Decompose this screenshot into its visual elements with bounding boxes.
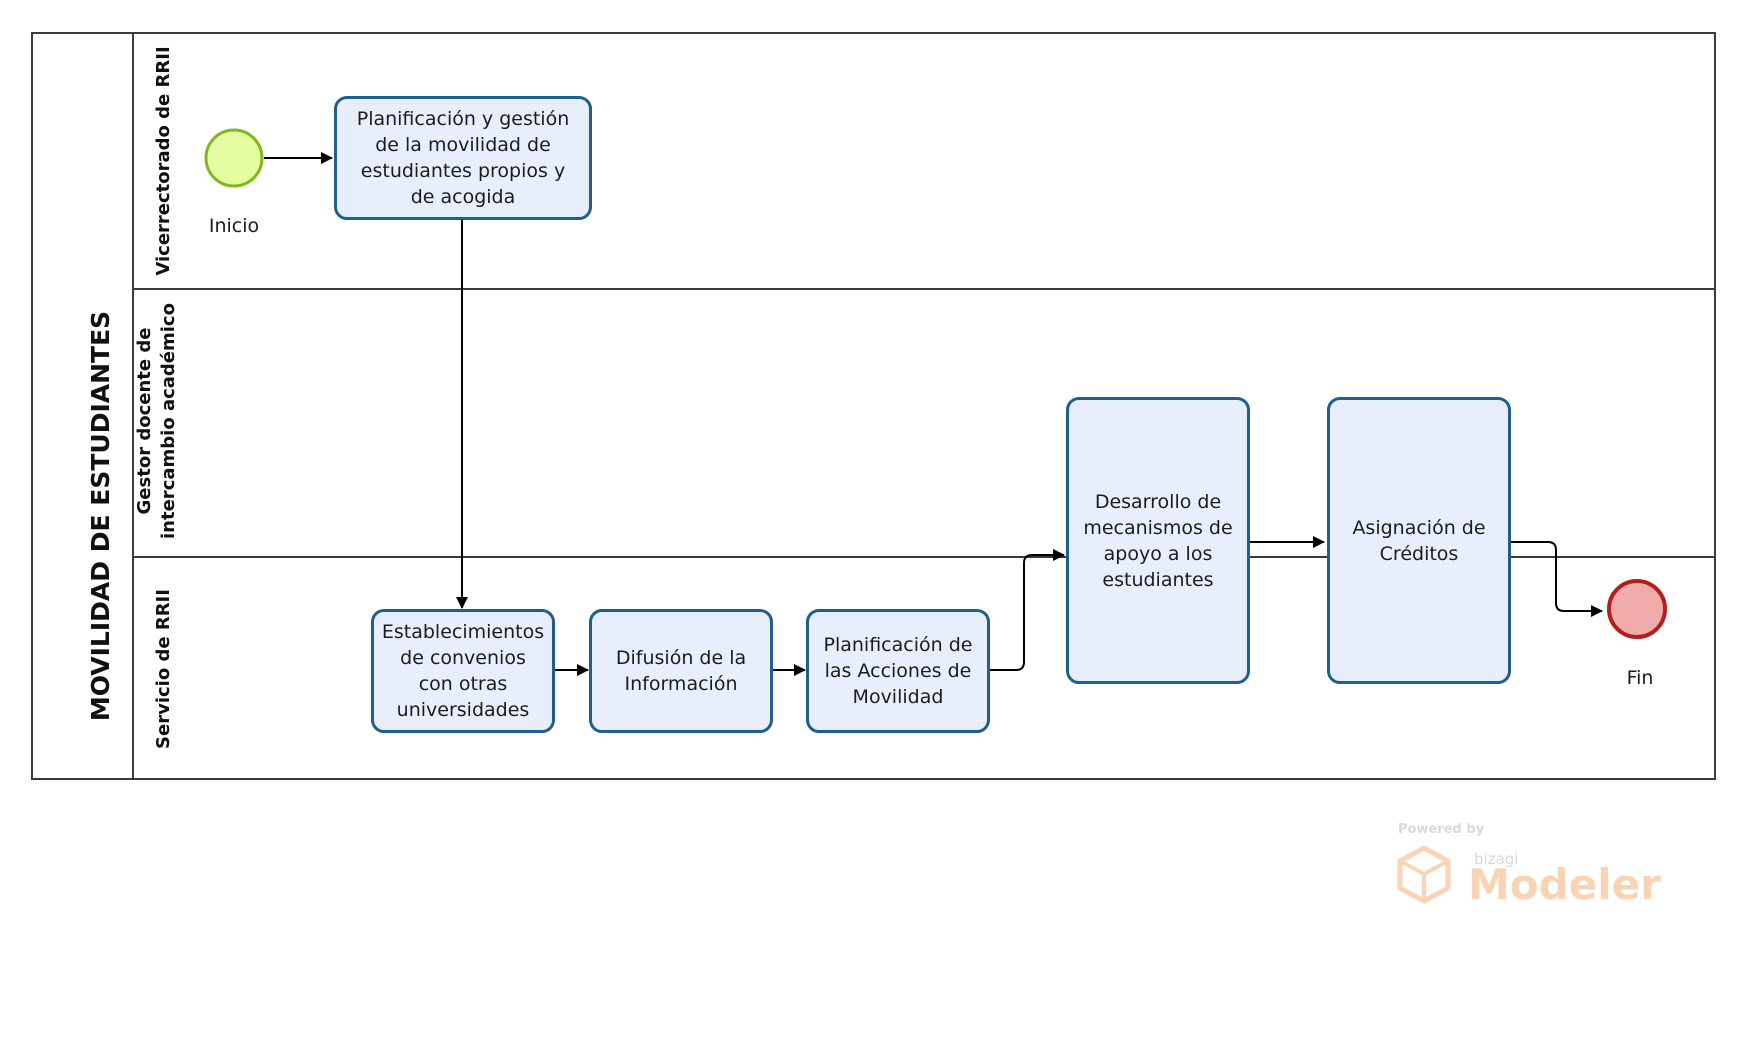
watermark-product: Modeler <box>1468 860 1661 909</box>
task-label: Establecimientos de convenios con otras … <box>381 621 545 721</box>
bizagi-cube-icon <box>1397 845 1451 904</box>
task-difusion-informacion[interactable]: Difusión de la Información <box>589 609 773 733</box>
task-planificacion-acciones-movilidad[interactable]: Planificación de las Acciones de Movilid… <box>806 609 990 733</box>
end-event-label: Fin <box>1626 667 1654 689</box>
task-label: Planificación de las Acciones de Movilid… <box>823 634 973 708</box>
task-label: Asignación de Créditos <box>1352 516 1486 565</box>
task-label: Desarrollo de mecanismos de apoyo a los … <box>1083 490 1233 591</box>
task-desarrollo-mecanismos-apoyo[interactable]: Desarrollo de mecanismos de apoyo a los … <box>1066 397 1250 684</box>
task-label: Difusión de la Información <box>615 647 747 695</box>
start-event-label: Inicio <box>208 215 260 237</box>
flow-asignacion-to-fin <box>1509 541 1603 617</box>
watermark-powered-by: Powered by <box>1398 822 1485 837</box>
task-establecimientos-convenios[interactable]: Establecimientos de convenios con otras … <box>371 609 555 733</box>
lane-label-gestor-docente: Gestor docente de intercambio académico <box>134 303 179 539</box>
powered-by-watermark: Powered by bizagi Modeler <box>1396 822 1661 922</box>
lane-label-servicio: Servicio de RRII <box>153 589 174 749</box>
task-asignacion-creditos[interactable]: Asignación de Créditos <box>1327 397 1511 684</box>
task-label: Planificación y gestión de la movilidad … <box>356 108 570 208</box>
end-event[interactable] <box>1607 579 1667 639</box>
task-planificacion-gestion-movilidad[interactable]: Planificación y gestión de la movilidad … <box>334 96 592 220</box>
watermark-brand: bizagi <box>1474 850 1519 868</box>
lane-label-vicerrectorado: Vicerrectorado de RRII <box>153 46 174 276</box>
flow-planificacion-acciones-to-desarrollo <box>987 549 1065 671</box>
pool-title: MOVILIDAD DE ESTUDIANTES <box>86 310 115 722</box>
start-event[interactable] <box>204 128 264 188</box>
